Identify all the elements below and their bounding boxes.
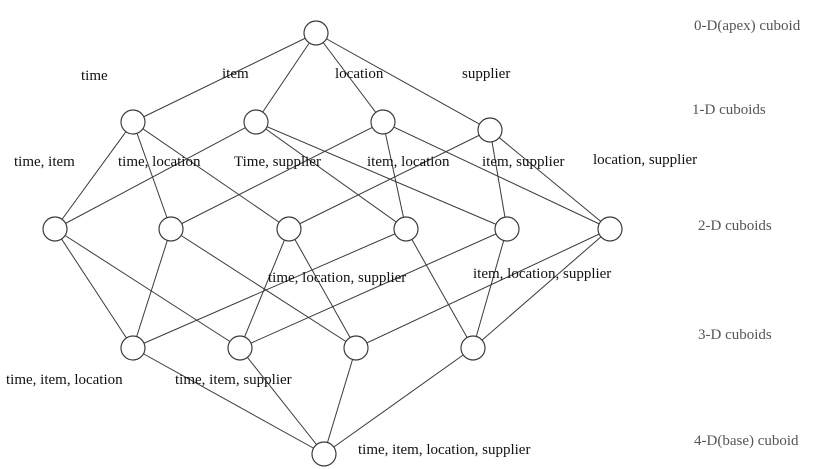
edge-item-to-item-location xyxy=(255,121,407,230)
edge-location-to-location-supplier xyxy=(382,121,611,230)
label-location-supplier: location, supplier xyxy=(593,152,697,168)
node-supplier xyxy=(477,117,503,143)
edge-item-location-to-time-item-location xyxy=(132,228,407,349)
node-time-item xyxy=(42,216,68,242)
edge-item-supplier-to-item-location-supplier xyxy=(472,228,508,349)
level-label-2d: 2-D cuboids xyxy=(698,218,772,234)
node-item-location-supplier xyxy=(460,335,486,361)
node-time xyxy=(120,109,146,135)
edge-supplier-to-item-supplier xyxy=(489,129,508,230)
edge-time-item-location-to-base xyxy=(132,347,325,455)
edge-time-to-time-supplier xyxy=(132,121,290,230)
edge-time-to-time-location xyxy=(132,121,172,230)
label-time-supplier: Time, supplier xyxy=(234,154,321,170)
node-time-item-location xyxy=(120,335,146,361)
node-item-location xyxy=(393,216,419,242)
edge-item-location-supplier-to-base xyxy=(323,347,474,455)
level-label-1d: 1-D cuboids xyxy=(692,102,766,118)
edge-time-location-to-time-item-location xyxy=(132,228,172,349)
label-time-item-supplier: time, item, supplier xyxy=(175,372,292,388)
edge-item-supplier-to-time-item-supplier xyxy=(239,228,508,349)
node-time-location-supplier xyxy=(343,335,369,361)
label-supplier: supplier xyxy=(462,66,510,82)
label-base: time, item, location, supplier xyxy=(358,442,530,458)
edge-location-supplier-to-time-location-supplier xyxy=(355,228,611,349)
level-label-apex: 0-D(apex) cuboid xyxy=(694,18,801,34)
node-base xyxy=(311,441,337,467)
level-label-3d: 3-D cuboids xyxy=(698,327,772,343)
node-apex xyxy=(303,20,329,46)
edge-time-item-to-time-item-supplier xyxy=(54,228,241,349)
edge-time-item-supplier-to-base xyxy=(239,347,325,455)
node-location xyxy=(370,109,396,135)
edge-item-to-item-supplier xyxy=(255,121,508,230)
edge-apex-to-time xyxy=(132,32,317,123)
edge-time-to-time-item xyxy=(54,121,134,230)
label-item-supplier: item, supplier xyxy=(482,154,565,170)
level-labels: 0-D(apex) cuboid 1-D cuboids 2-D cuboids… xyxy=(692,18,801,449)
label-time-item: time, item xyxy=(14,154,75,170)
label-time: time xyxy=(81,68,108,84)
label-item-location-supplier: item, location, supplier xyxy=(473,266,611,282)
label-location: location xyxy=(335,66,384,82)
node-item-supplier xyxy=(494,216,520,242)
label-time-location: time, location xyxy=(118,154,201,170)
edge-time-supplier-to-time-location-supplier xyxy=(288,228,357,349)
edge-location-supplier-to-item-location-supplier xyxy=(472,228,611,349)
lattice-nodes xyxy=(42,20,623,467)
label-item: item xyxy=(222,66,249,82)
node-time-location xyxy=(158,216,184,242)
edge-supplier-to-location-supplier xyxy=(489,129,611,230)
lattice-edges xyxy=(54,32,611,455)
level-label-base: 4-D(base) cuboid xyxy=(694,433,799,449)
edge-time-supplier-to-time-item-supplier xyxy=(239,228,290,349)
edge-time-location-supplier-to-base xyxy=(323,347,357,455)
edge-location-to-time-location xyxy=(170,121,384,230)
edge-location-to-item-location xyxy=(382,121,407,230)
edge-apex-to-location xyxy=(315,32,384,123)
edge-item-location-to-item-location-supplier xyxy=(405,228,474,349)
node-item xyxy=(243,109,269,135)
label-time-item-location: time, item, location xyxy=(6,372,123,388)
edge-item-to-time-item xyxy=(54,121,257,230)
edge-apex-to-item xyxy=(255,32,317,123)
label-time-location-supplier: time, location, supplier xyxy=(268,270,406,286)
node-time-supplier xyxy=(276,216,302,242)
edge-time-location-to-time-location-supplier xyxy=(170,228,357,349)
edge-time-item-to-time-item-location xyxy=(54,228,134,349)
label-item-location: item, location xyxy=(367,154,450,170)
node-time-item-supplier xyxy=(227,335,253,361)
node-labels: time item location supplier time, item t… xyxy=(6,66,697,458)
edge-supplier-to-time-supplier xyxy=(288,129,491,230)
edge-apex-to-supplier xyxy=(315,32,491,131)
node-location-supplier xyxy=(597,216,623,242)
